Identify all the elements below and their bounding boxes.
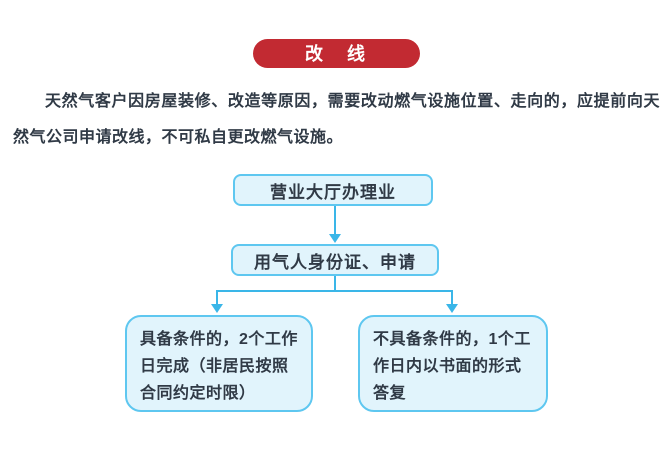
arrow-branch-right bbox=[446, 290, 458, 313]
intro-paragraph: 天然气客户因房屋装修、改造等原因，需要改动燃气设施位置、走向的，应提前向天然气公… bbox=[13, 93, 660, 146]
flow-node-qualified-outcome: 具备条件的，2个工作日完成（非居民按照合同约定时限） bbox=[125, 315, 313, 412]
flow-node-id-application: 用气人身份证、申请 bbox=[231, 244, 439, 276]
arrow-branch-left bbox=[211, 290, 223, 313]
branch-connector bbox=[217, 276, 452, 292]
flow-node-unqualified-outcome: 不具备条件的，1个工作日内以书面的形式答复 bbox=[358, 315, 548, 412]
section-title-badge: 改 线 bbox=[253, 39, 420, 68]
flow-node-business-hall: 营业大厅办理业 bbox=[233, 174, 433, 206]
arrow-step1-to-step2 bbox=[329, 206, 341, 243]
section-title-label: 改 线 bbox=[305, 43, 368, 64]
